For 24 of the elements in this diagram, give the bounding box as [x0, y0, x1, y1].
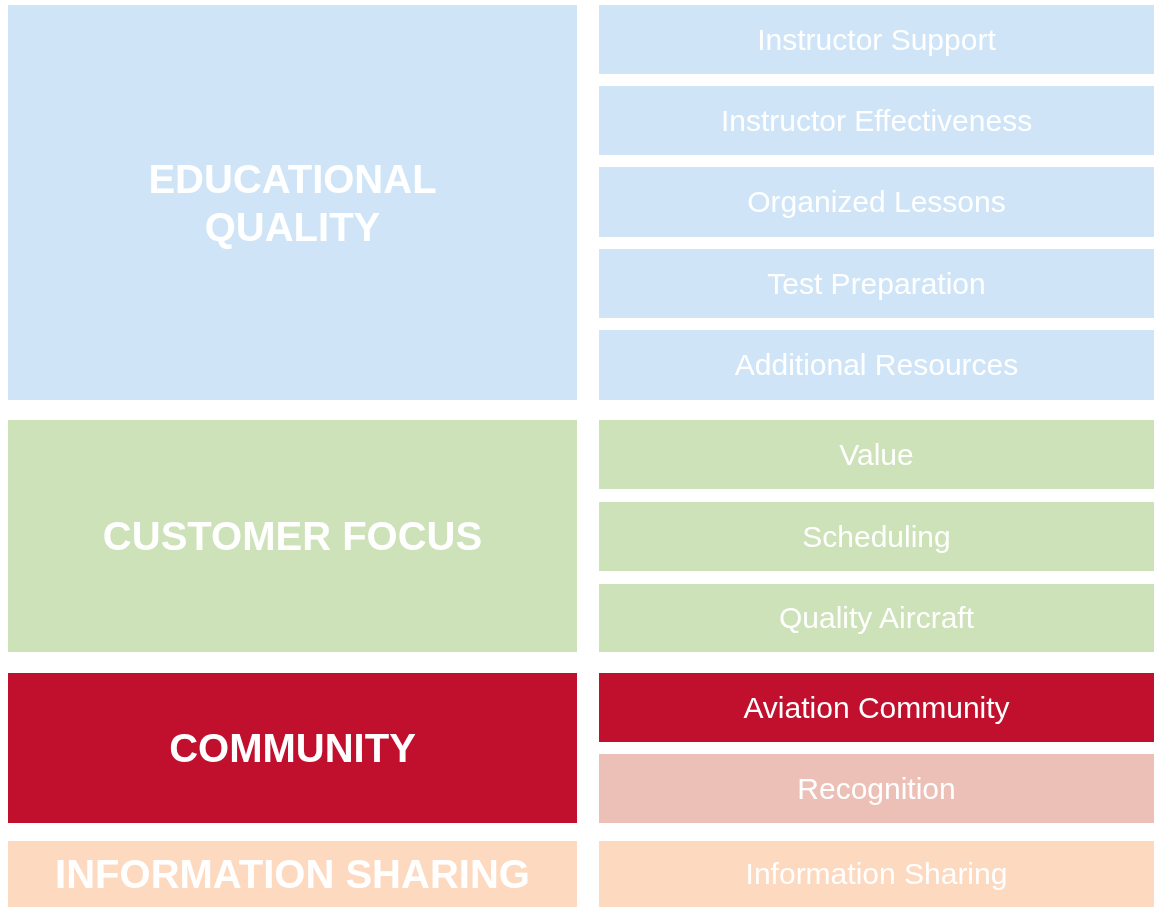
category-title: CUSTOMER FOCUS	[102, 513, 483, 560]
item-box	[599, 754, 1154, 823]
category-box	[8, 673, 577, 823]
item-box	[599, 420, 1154, 489]
item-label: Aviation Community	[743, 689, 1010, 726]
item-box	[599, 249, 1154, 318]
category-title: COMMUNITY	[169, 725, 416, 772]
item-label: Recognition	[797, 770, 956, 807]
item-box	[599, 584, 1154, 652]
item-label: Value	[839, 436, 914, 473]
item-box	[599, 673, 1154, 742]
item-label: Scheduling	[802, 518, 951, 555]
item-box	[599, 841, 1154, 907]
item-box	[599, 167, 1154, 237]
category-box	[8, 5, 577, 400]
category-box	[8, 841, 577, 907]
category-box	[8, 420, 577, 652]
item-box	[599, 86, 1154, 155]
item-label: Quality Aircraft	[778, 600, 975, 637]
item-label: Information Sharing	[745, 856, 1008, 893]
category-title: INFORMATION SHARING	[55, 851, 530, 898]
item-box	[599, 502, 1154, 571]
item-box	[599, 330, 1154, 400]
item-box	[599, 5, 1154, 74]
